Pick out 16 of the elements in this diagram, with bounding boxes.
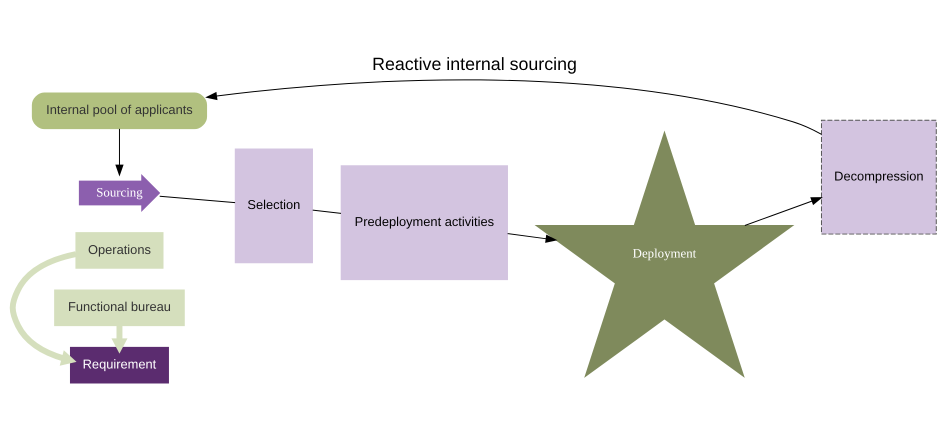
arrow — [10, 250, 77, 366]
node-box: Requirement — [70, 346, 169, 384]
arrow — [115, 128, 124, 176]
node-box: Decompression — [820, 119, 937, 234]
node-box: Predeployment activities — [340, 164, 508, 280]
node-box: Operations — [75, 232, 164, 268]
connector — [159, 195, 236, 203]
connector — [312, 209, 342, 214]
arrow — [205, 78, 822, 134]
node-box: Functional bureau — [54, 289, 185, 326]
node-box: Selection — [234, 148, 313, 263]
arrow — [744, 196, 823, 226]
arrow — [111, 325, 128, 354]
node-box: Internal pool of applicants — [32, 92, 208, 129]
arrow — [507, 232, 558, 242]
diagram-title: Reactive internal sourcing — [372, 54, 577, 74]
